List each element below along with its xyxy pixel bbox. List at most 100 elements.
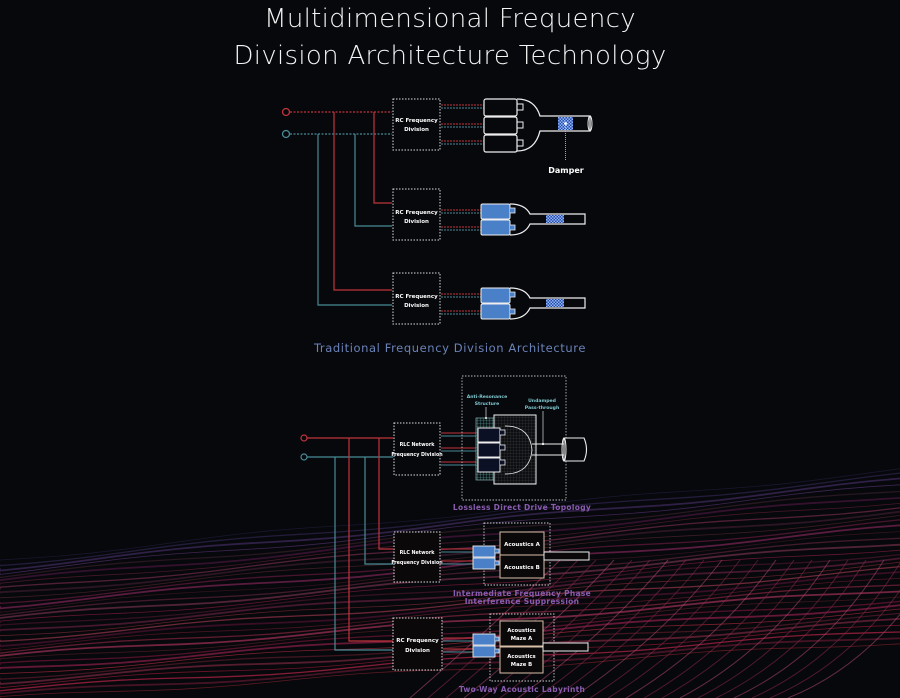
wave-line xyxy=(0,561,900,637)
rc-division-box xyxy=(392,188,441,241)
maze-b-label: Maze B xyxy=(511,662,532,668)
chamber-b-label: Acoustics B xyxy=(504,565,540,571)
wave-line xyxy=(0,549,900,623)
wave-line xyxy=(697,559,849,698)
wave-line xyxy=(733,559,885,698)
positive-branch-3 xyxy=(333,112,392,291)
wave-line xyxy=(0,557,900,632)
anti-resonance-callout: Structure xyxy=(475,401,500,407)
negative-branch-2 xyxy=(354,134,392,227)
driver-icon xyxy=(472,545,496,558)
division-label: Division xyxy=(404,303,429,309)
phase-interference-unit: RLC Network Frequency Division Acoustics… xyxy=(391,522,591,606)
wave-line xyxy=(769,589,900,698)
driver-icon xyxy=(483,98,518,117)
driver-icon xyxy=(483,116,518,135)
positive-terminal-icon xyxy=(281,107,291,117)
wave-line xyxy=(0,578,900,651)
horn-enclosure xyxy=(516,98,591,152)
division-label: Frequency Division xyxy=(391,452,443,458)
wave-line xyxy=(0,468,900,561)
page-title-line-1: Multidimensional Frequency xyxy=(264,4,636,34)
driver-icon xyxy=(483,134,518,153)
division-label: RC Frequency xyxy=(396,638,439,644)
driver-icon xyxy=(480,287,511,304)
negative-branch-3 xyxy=(317,134,392,306)
division-label: RC Frequency xyxy=(395,210,438,216)
traditional-section: RC Frequency Division Damper RC Frequenc… xyxy=(281,98,593,355)
multidimensional-section: RLC Network Frequency Division Anti-Reso… xyxy=(300,375,591,694)
negative-branch-3 xyxy=(334,457,393,651)
driver-icon xyxy=(480,219,511,236)
division-label: Frequency Division xyxy=(391,560,443,566)
port-tube xyxy=(543,551,590,561)
pass-through-tube xyxy=(532,443,564,456)
phase-caption: Intermediate Frequency Phase xyxy=(453,589,591,598)
driver-icon xyxy=(472,645,496,658)
lossless-direct-drive-unit: RLC Network Frequency Division Anti-Reso… xyxy=(391,375,591,512)
anti-resonance-callout: Anti-Resonance xyxy=(467,394,508,400)
wave-line xyxy=(0,484,900,575)
division-label: RLC Network xyxy=(400,442,436,448)
rc-division-box xyxy=(392,617,443,671)
wave-line xyxy=(553,559,705,698)
phase-caption: Interference Suppression xyxy=(465,597,580,606)
wave-line xyxy=(0,515,900,599)
chamber-a-label: Acoustics A xyxy=(504,542,540,548)
lossless-caption: Lossless Direct Drive Topology xyxy=(453,503,591,512)
division-label: Division xyxy=(405,648,430,654)
traditional-unit-3: RC Frequency Division xyxy=(392,272,586,325)
rlc-division-box xyxy=(393,422,441,476)
division-label: RC Frequency xyxy=(395,294,438,300)
wave-line xyxy=(787,613,900,698)
maze-b xyxy=(499,646,544,674)
driver-icon xyxy=(472,557,496,570)
driver-icon xyxy=(477,457,501,473)
wave-line xyxy=(625,559,777,698)
driver-icon xyxy=(472,633,496,646)
wave-line xyxy=(571,559,723,698)
wave-line xyxy=(535,559,687,698)
damper-icon xyxy=(546,299,564,307)
horn-enclosure xyxy=(509,203,586,236)
division-label: RLC Network xyxy=(400,550,436,556)
acoustic-labyrinth-unit: RC Frequency Division Acoustics Maze A A… xyxy=(392,613,589,694)
traditional-caption: Traditional Frequency Division Architect… xyxy=(313,341,586,355)
wave-line xyxy=(0,565,900,642)
pass-through-callout: Undamped xyxy=(528,398,556,404)
pass-through-callout: Pass-through xyxy=(525,405,559,411)
wave-line xyxy=(517,559,669,698)
division-label: RC Frequency xyxy=(395,118,438,124)
damper-icon xyxy=(546,215,564,223)
wave-line xyxy=(751,562,900,698)
positive-branch-2 xyxy=(378,438,393,550)
wave-line xyxy=(643,559,795,698)
wave-line xyxy=(0,571,900,648)
positive-branch-3 xyxy=(348,438,393,642)
wave-line xyxy=(463,559,615,698)
negative-branch-2 xyxy=(364,457,393,565)
positive-terminal-icon xyxy=(300,434,308,442)
horn-enclosure xyxy=(509,287,586,320)
wave-line xyxy=(0,553,900,628)
wave-line xyxy=(661,559,813,698)
traditional-unit-1: RC Frequency Division Damper xyxy=(392,98,593,175)
driver-icon xyxy=(477,427,501,443)
wave-line xyxy=(679,559,831,698)
labyrinth-caption: Two-Way Acoustic Labyrinth xyxy=(459,685,585,694)
wave-line xyxy=(589,559,741,698)
driver-icon xyxy=(480,203,511,220)
chamber-b xyxy=(499,554,545,579)
maze-a xyxy=(499,620,544,647)
wave-line xyxy=(0,477,900,572)
page-title-line-2: Division Architecture Technology xyxy=(233,41,667,71)
rc-division-box xyxy=(392,98,441,151)
division-label: Division xyxy=(404,219,429,225)
negative-terminal-icon xyxy=(281,129,291,139)
negative-terminal-icon xyxy=(300,453,308,461)
wave-line xyxy=(409,559,561,698)
maze-b-label: Acoustics xyxy=(507,654,535,660)
damper-callout: Damper xyxy=(548,166,584,175)
division-label: Division xyxy=(404,127,429,133)
